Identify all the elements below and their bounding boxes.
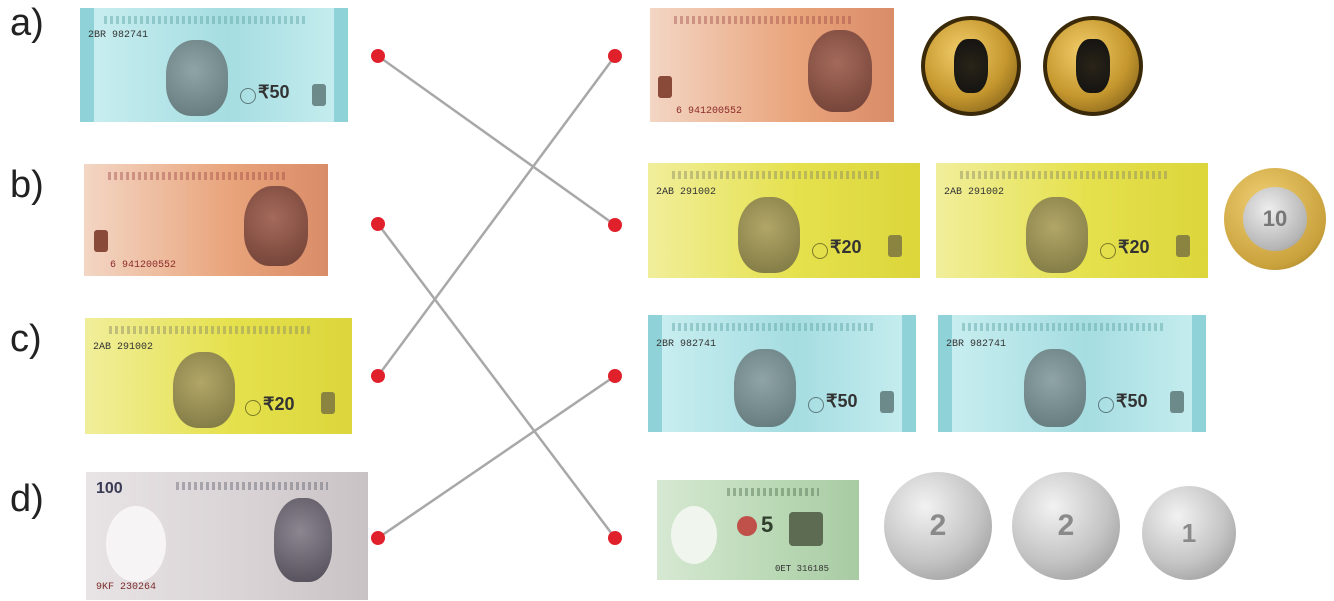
note-denomination: 100 [96,480,123,497]
two-rupee-coin: 2 [1012,472,1120,580]
two-rupee-coin: 2 [884,472,992,580]
note-serial: 2BR 982741 [946,339,1007,350]
note-denomination: ₹50 [826,391,858,411]
note-20-rupee: 2AB 291002 ₹20 [936,163,1208,278]
note-serial: 2AB 291002 [656,187,717,198]
label-c: c) [10,318,42,360]
note-serial: 6 941200552 [676,106,743,117]
note-denomination: 5 [761,512,774,537]
portrait [173,352,235,428]
label-a: a) [10,2,44,44]
portrait [1026,197,1088,273]
match-line-d [377,374,616,540]
note-5-rupee: 5 0ET 316185 [657,480,859,580]
note-denomination: ₹20 [1118,237,1150,257]
right-dot-3[interactable] [608,369,622,383]
note-serial: 2BR 982741 [656,339,717,350]
one-rupee-coin: 1 [1142,486,1236,580]
ten-rupee-coin: 10 [1224,168,1326,270]
note-denomination: ₹50 [1116,391,1148,411]
note-serial: 0ET 316185 [775,564,830,574]
left-dot-b[interactable] [371,217,385,231]
right-dot-4[interactable] [608,531,622,545]
emblem-icon [888,235,902,257]
match-line-a [377,54,616,227]
note-20-rupee: 2AB 291002 ₹20 [85,318,352,434]
note-50-rupee: 2BR 982741 ₹50 [80,8,348,122]
one-rupee-coin [921,16,1021,116]
left-dot-d[interactable] [371,531,385,545]
portrait [734,349,796,427]
portrait [274,498,332,582]
note-denomination: ₹20 [830,237,862,257]
emblem-icon [658,76,672,98]
note-10-rupee: 6 941200552 [650,8,894,122]
portrait [808,30,872,112]
note-10-rupee: 6 941200552 [84,164,328,276]
left-dot-c[interactable] [371,369,385,383]
portrait [1024,349,1086,427]
label-b: b) [10,164,44,206]
emblem-icon [321,392,335,414]
emblem-icon [880,391,894,413]
emblem-icon [1176,235,1190,257]
note-100-rupee: 100 9KF 230264 [86,472,368,600]
emblem-icon [94,230,108,252]
portrait [738,197,800,273]
note-denomination: ₹50 [258,82,290,102]
label-d: d) [10,478,44,520]
note-serial: 2BR 982741 [88,30,149,41]
note-50-rupee: 2BR 982741 ₹50 [938,315,1206,432]
coin-value: 2 [929,509,947,542]
left-dot-a[interactable] [371,49,385,63]
coin-value: 2 [1057,509,1075,542]
note-serial: 6 941200552 [110,260,177,271]
one-rupee-coin [1043,16,1143,116]
note-50-rupee: 2BR 982741 ₹50 [648,315,916,432]
note-denomination: ₹20 [263,394,295,414]
emblem-icon [312,84,326,106]
right-dot-1[interactable] [608,49,622,63]
right-dot-2[interactable] [608,218,622,232]
note-serial: 9KF 230264 [96,582,157,593]
coin-value: 1 [1181,517,1197,548]
portrait [166,40,228,116]
match-line-c [376,55,617,377]
coin-value: 10 [1262,206,1288,231]
note-20-rupee: 2AB 291002 ₹20 [648,163,920,278]
note-serial: 2AB 291002 [944,187,1005,198]
match-line-b [377,223,616,539]
note-serial: 2AB 291002 [93,342,154,353]
portrait [244,186,308,266]
emblem-icon [1170,391,1184,413]
